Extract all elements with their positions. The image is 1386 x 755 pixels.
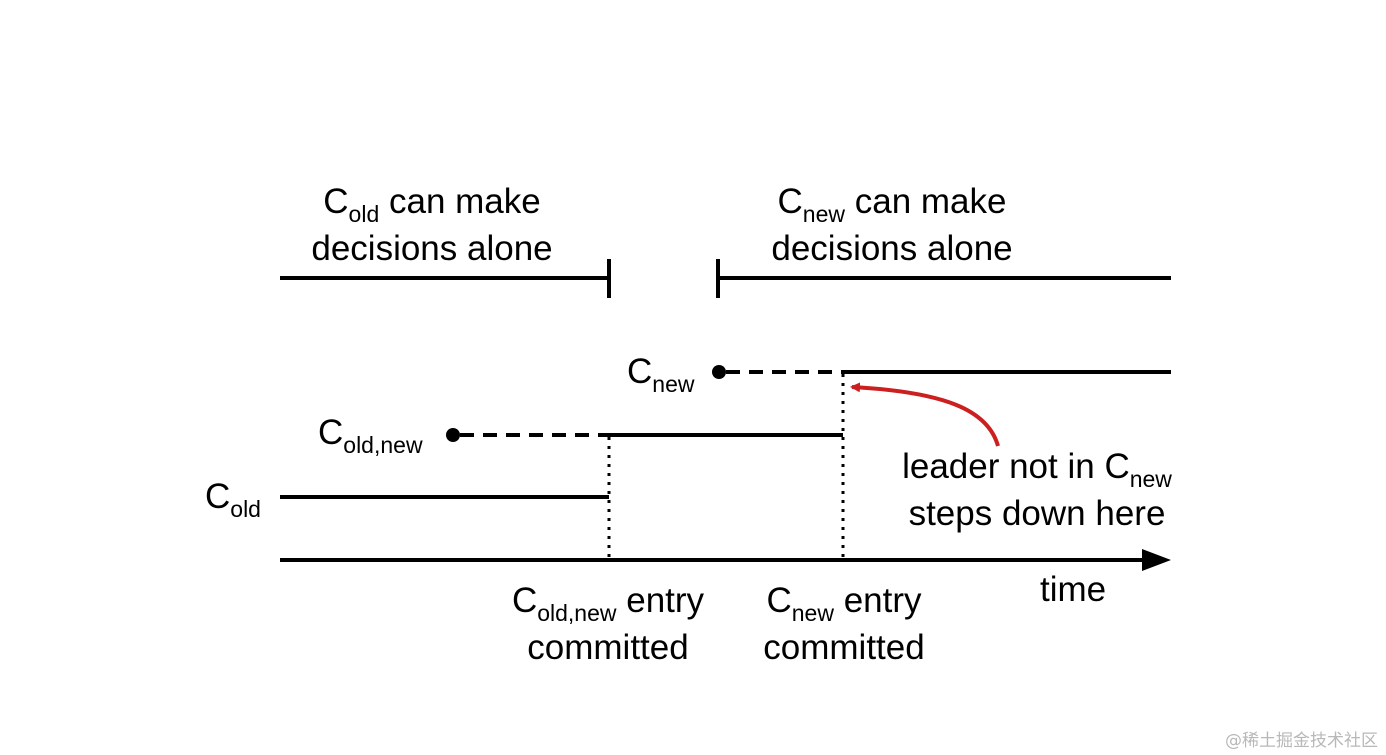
svg-text:decisions alone: decisions alone: [311, 229, 552, 268]
cold-alone-label: Cold can make decisions alone: [311, 182, 552, 268]
cnew-committed-label: Cnew entry committed: [763, 581, 924, 667]
svg-text:leader not in Cnew: leader not in Cnew: [902, 447, 1172, 492]
svg-text:committed: committed: [763, 628, 924, 667]
cold-row-label: Cold: [205, 477, 261, 522]
svg-text:Cold can make: Cold can make: [323, 182, 540, 227]
coldnew-row-label: Cold,new: [318, 413, 423, 458]
leader-steps-down-annotation: leader not in Cnew steps down here: [902, 447, 1172, 533]
watermark: @稀土掘金技术社区: [1225, 731, 1378, 751]
svg-text:Cold,new entry: Cold,new entry: [512, 581, 705, 626]
svg-text:decisions alone: decisions alone: [771, 229, 1012, 268]
steps-down-arrow-icon: [850, 382, 1000, 447]
cnew-row-label: Cnew: [627, 352, 695, 397]
cnew-alone-label: Cnew can make decisions alone: [771, 182, 1012, 268]
time-axis: [280, 549, 1171, 571]
coldnew-committed-label: Cold,new entry committed: [512, 581, 705, 667]
coldnew-timeline: [446, 428, 843, 442]
cold-decision-span: [280, 259, 611, 298]
time-axis-arrowhead-icon: [1142, 549, 1171, 571]
svg-text:Cnew entry: Cnew entry: [766, 581, 922, 626]
svg-text:steps down here: steps down here: [909, 494, 1166, 533]
time-axis-label: time: [1040, 570, 1106, 609]
svg-text:Cnew can make: Cnew can make: [778, 182, 1007, 227]
svg-text:committed: committed: [527, 628, 688, 667]
cnew-decision-span: [716, 259, 1171, 298]
cnew-timeline: [712, 365, 1171, 379]
